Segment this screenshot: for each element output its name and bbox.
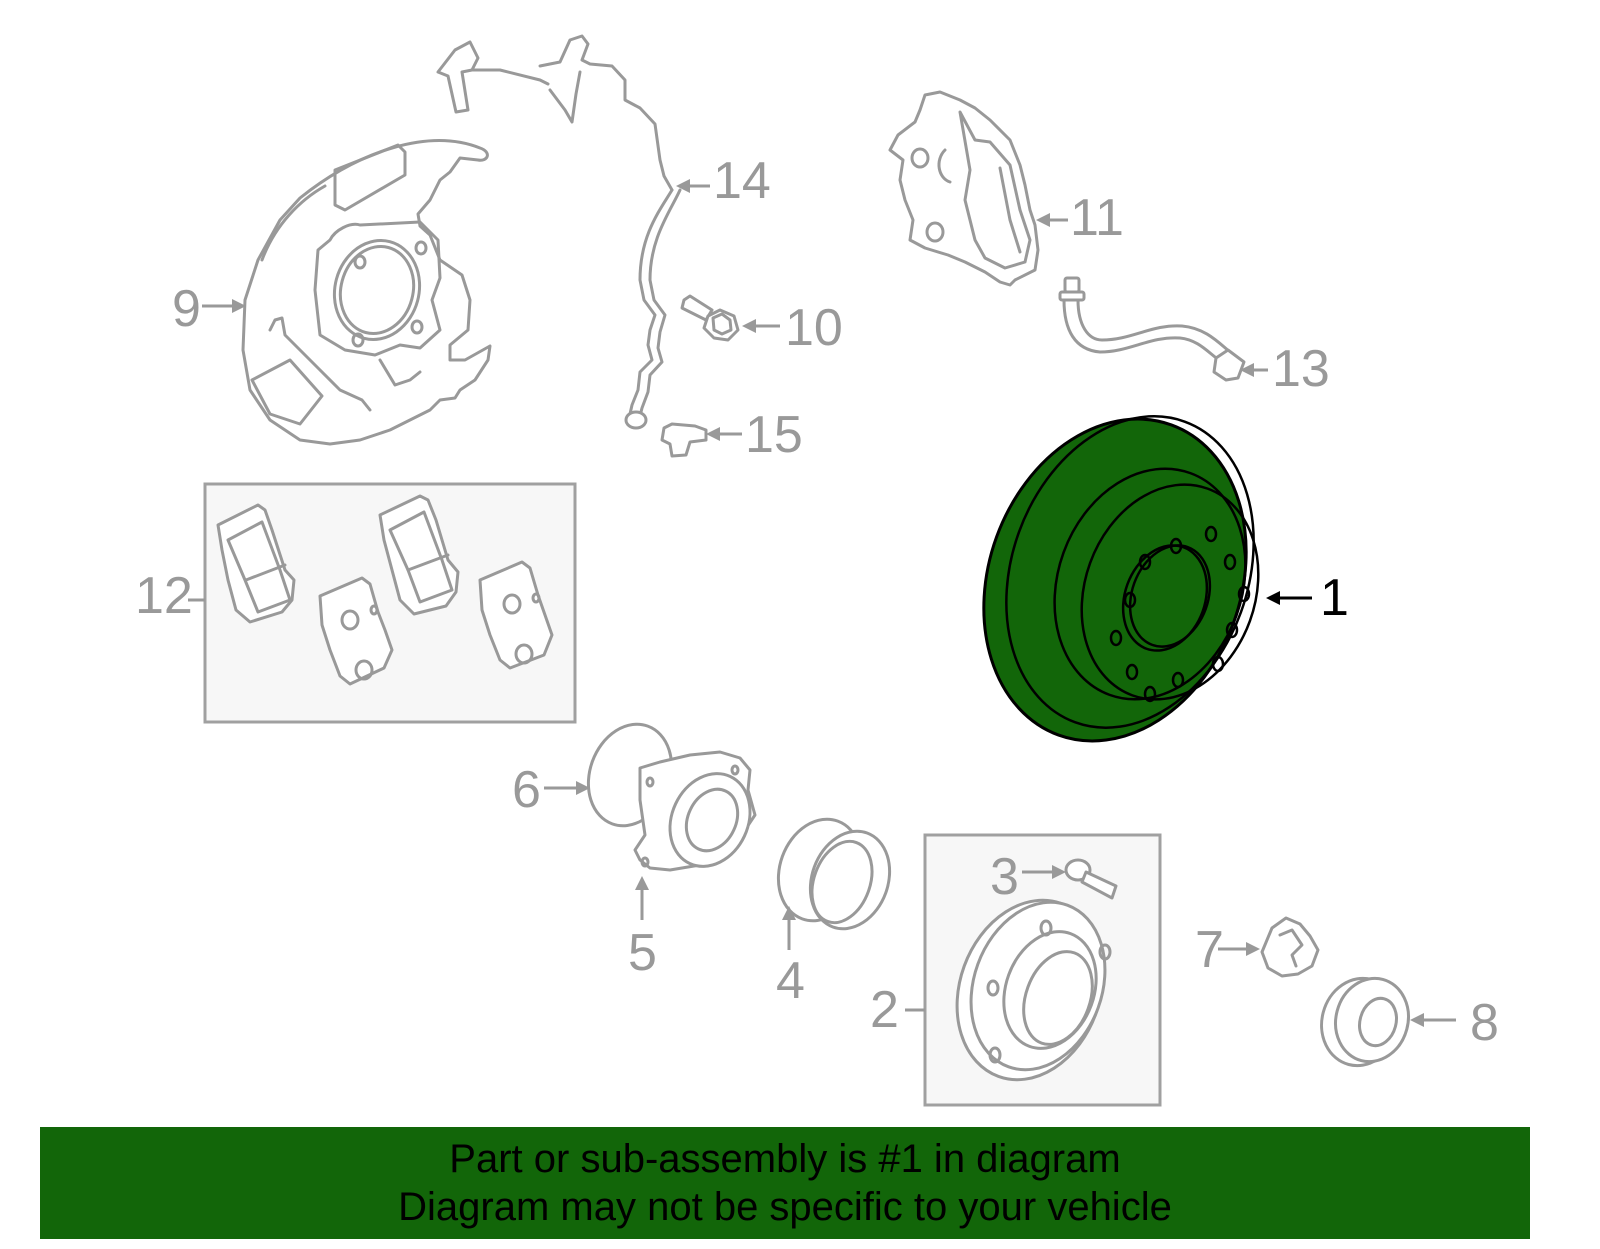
callout-5[interactable]: 5	[628, 924, 657, 982]
banner-line-1: Part or sub-assembly is #1 in diagram	[449, 1137, 1121, 1181]
callout-12[interactable]: 12	[135, 567, 193, 625]
rotor-lug-holes	[1109, 525, 1251, 703]
arrow-1	[1266, 591, 1280, 605]
callout-1[interactable]: 1	[1320, 569, 1349, 627]
arrow-10	[742, 319, 756, 333]
callout-8[interactable]: 8	[1470, 994, 1499, 1052]
arrow-9	[232, 299, 246, 313]
callout-2[interactable]: 2	[870, 981, 899, 1039]
arrow-6	[576, 781, 590, 795]
arrow-15	[706, 427, 720, 441]
part-3-hub-bolt[interactable]	[1064, 858, 1118, 900]
arrow-4	[782, 906, 796, 920]
banner-line-2: Diagram may not be specific to your vehi…	[398, 1185, 1172, 1229]
part-4-seal[interactable]	[765, 807, 903, 940]
notice-banner: Part or sub-assembly is #1 in diagram Di…	[40, 1127, 1530, 1239]
arrow-3	[1052, 865, 1066, 879]
part-12-brake-pads[interactable]	[203, 482, 577, 724]
callout-11[interactable]: 11	[1070, 189, 1124, 247]
arrow-11	[1036, 213, 1050, 227]
callout-13[interactable]: 13	[1272, 340, 1330, 398]
arrow-5	[635, 876, 649, 890]
arrow-8	[1410, 1013, 1424, 1027]
callout-9[interactable]: 9	[172, 280, 201, 338]
part-11-caliper[interactable]	[888, 90, 1040, 287]
callout-10[interactable]: 10	[785, 299, 843, 357]
part-14-abs-harness[interactable]	[436, 34, 682, 430]
part-15-abs-sensor[interactable]	[660, 422, 708, 458]
part-1-brake-rotor[interactable]	[940, 381, 1295, 778]
part-8-grease-cap[interactable]	[1312, 970, 1418, 1075]
part-5-hub-bearing[interactable]	[633, 750, 765, 880]
part-10-bolt[interactable]	[680, 294, 740, 342]
arrow-14	[676, 179, 690, 193]
callout-15[interactable]: 15	[745, 406, 803, 464]
callout-4[interactable]: 4	[776, 952, 805, 1010]
arrow-7	[1246, 942, 1260, 956]
callout-14[interactable]: 14	[713, 152, 771, 210]
callout-6[interactable]: 6	[512, 761, 541, 819]
arrow-13	[1240, 363, 1254, 377]
part-9-dust-shield[interactable]	[241, 139, 492, 446]
part-13-brake-hose[interactable]	[1058, 276, 1246, 382]
part-2-hub-assembly[interactable]	[923, 833, 1162, 1107]
part-7-lock-nut[interactable]	[1260, 916, 1320, 978]
callout-3[interactable]: 3	[990, 848, 1019, 906]
